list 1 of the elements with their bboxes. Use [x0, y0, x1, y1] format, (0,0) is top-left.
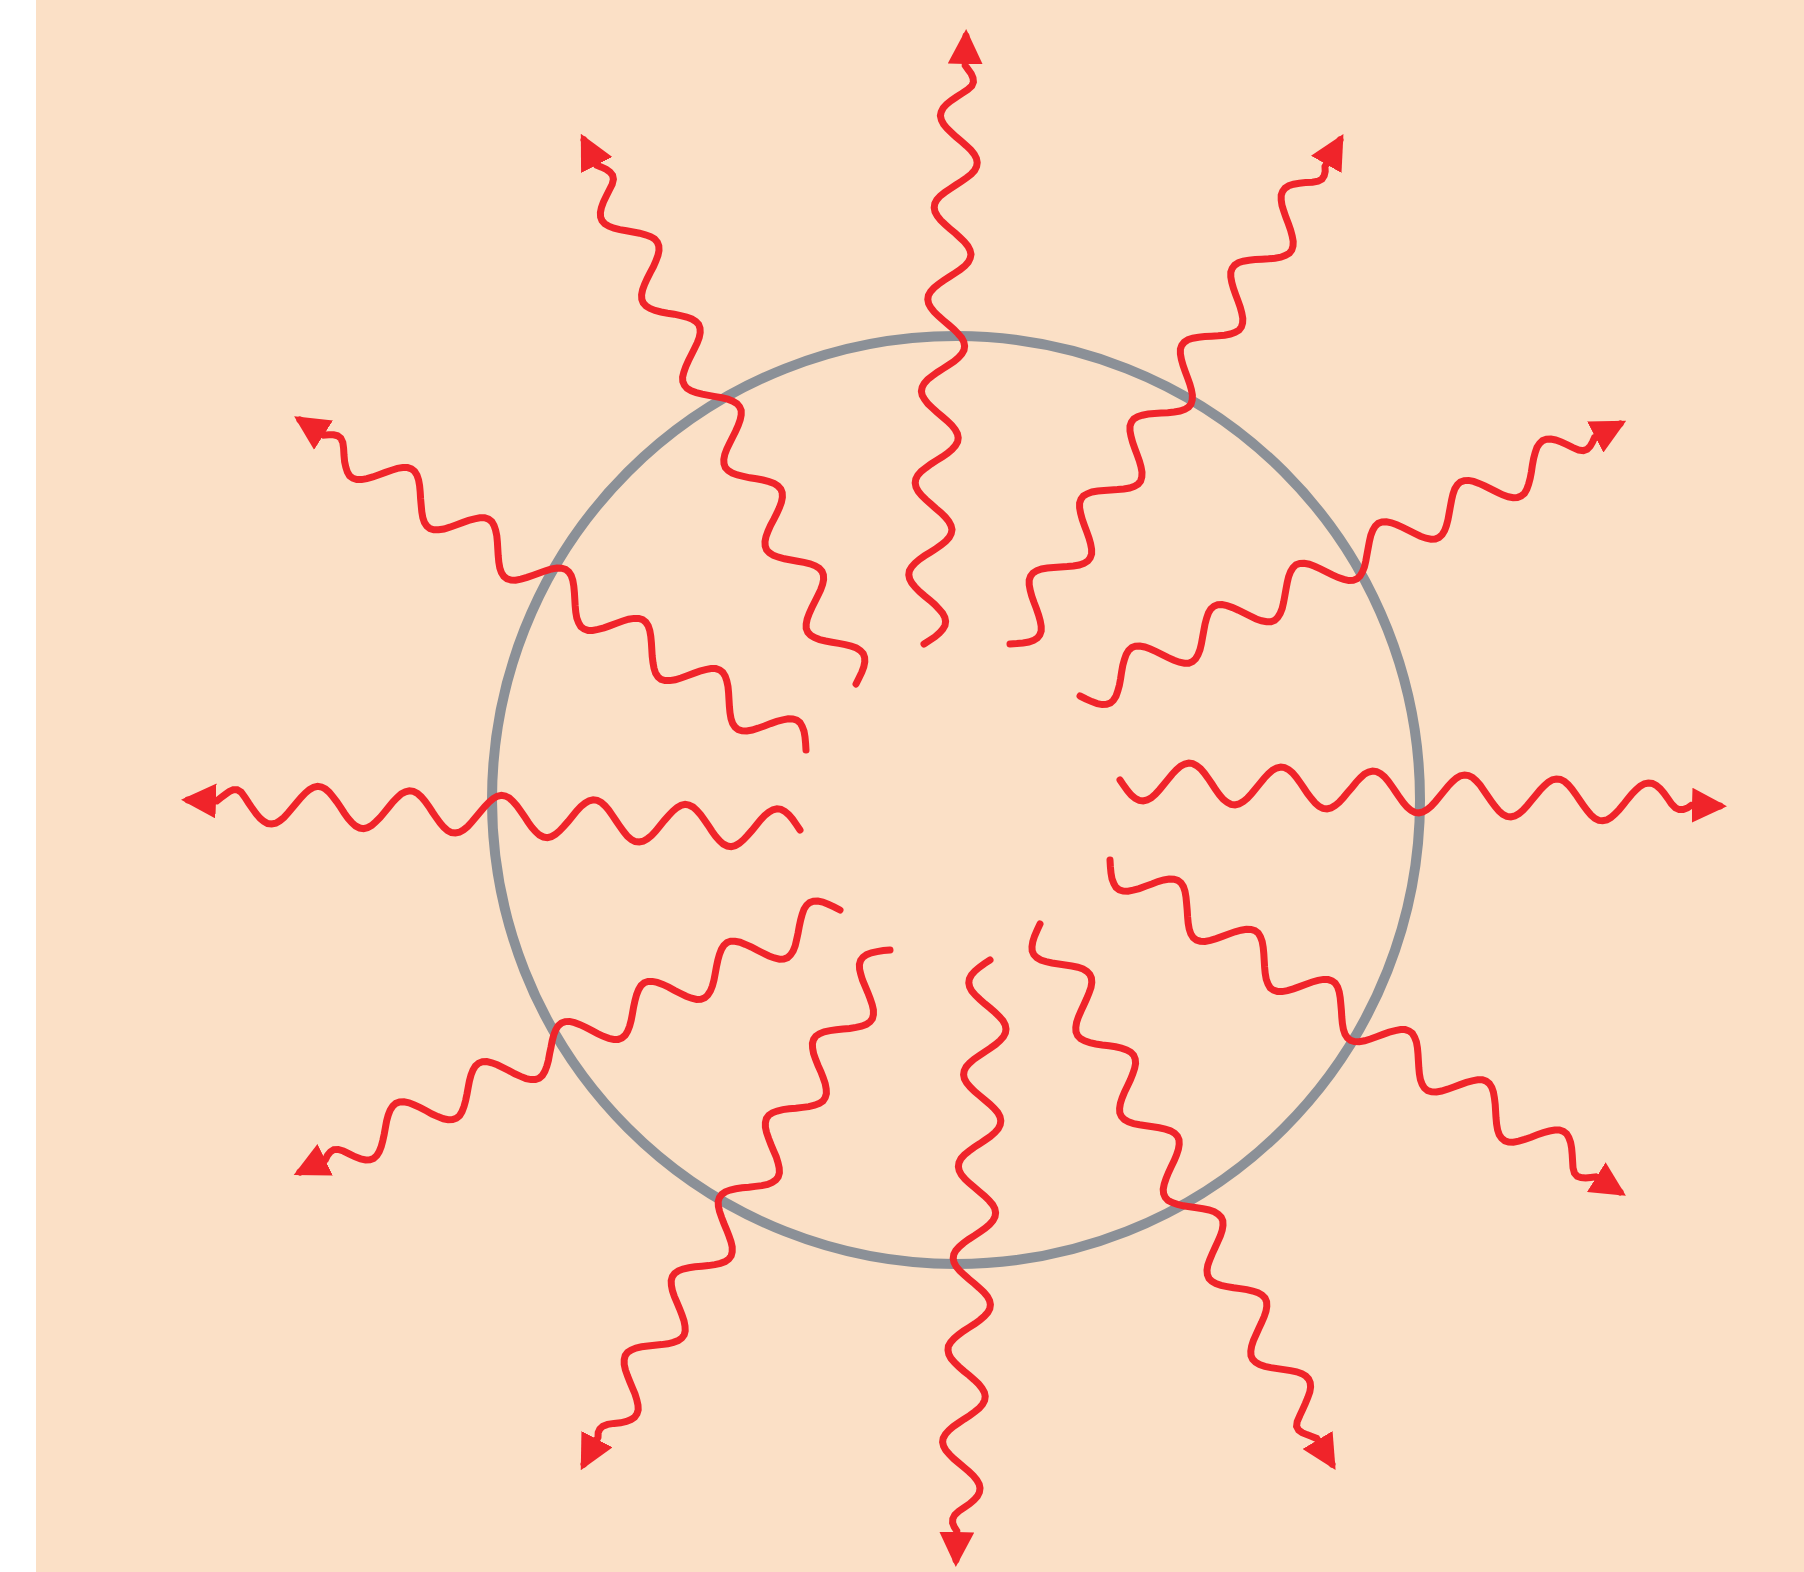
circle	[486, 330, 1426, 1270]
